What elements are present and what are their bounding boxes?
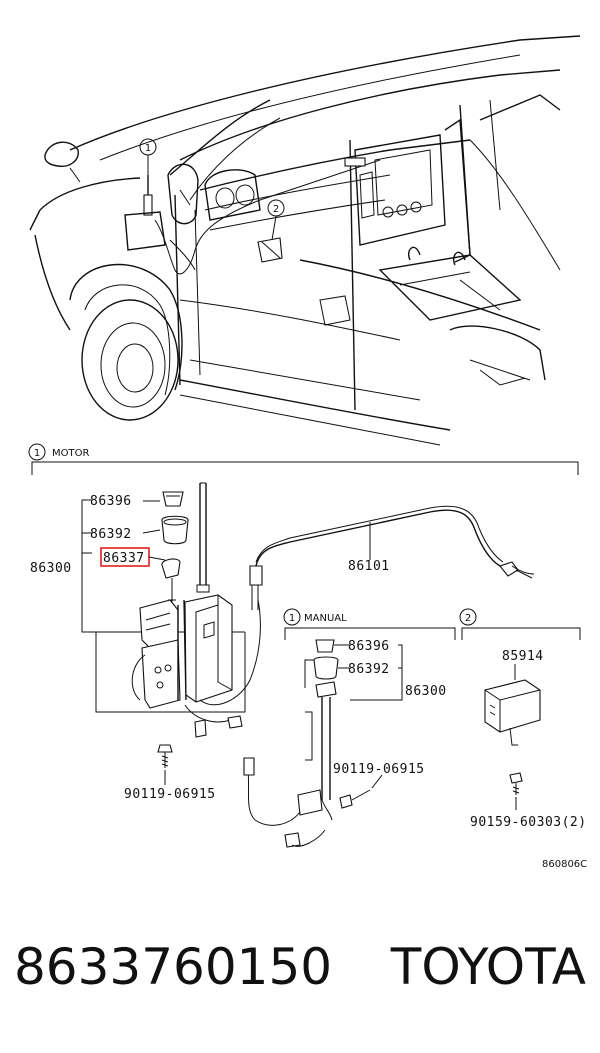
amplifier-shape — [484, 679, 541, 733]
footer: 8633760150 TOYOTA — [0, 930, 600, 1020]
part-90119-06915-motor: 90119-06915 — [124, 787, 216, 802]
amp-section-bracket — [461, 627, 581, 640]
footer-brand: TOYOTA — [390, 938, 586, 996]
part-86392-motor: 86392 — [90, 527, 132, 542]
diagram-code: 860806C — [542, 859, 587, 870]
amp-section-marker-label: 2 — [465, 613, 471, 624]
part-85914-amplifier: 85914 — [502, 649, 544, 664]
motor-section-bracket — [31, 461, 579, 475]
cable-connector-right — [499, 561, 519, 577]
cap-86396-manual-shape — [315, 639, 335, 653]
callout-1-label: 1 — [145, 143, 151, 154]
cable-connector-left — [249, 565, 263, 586]
motor-section-marker — [28, 443, 46, 461]
manual-section-marker-label: 1 — [289, 613, 295, 624]
part-86392-manual: 86392 — [348, 662, 390, 677]
motor-section-marker-label: 1 — [34, 448, 40, 459]
part-90159-60303-screw: 90159-60303(2) — [470, 815, 587, 830]
vehicle-illustration — [29, 35, 581, 446]
footer-part-number: 8633760150 — [14, 938, 333, 996]
callout-2-label: 2 — [273, 204, 279, 215]
part-86337-pole: 86337 — [103, 551, 145, 566]
part-90119-06915-manual: 90119-06915 — [333, 762, 425, 777]
cap-86396-motor-shape — [162, 491, 184, 507]
part-86101-cable: 86101 — [348, 559, 390, 574]
part-86300-motor: 86300 — [30, 561, 72, 576]
part-86300-manual: 86300 — [405, 684, 447, 699]
amp-section-marker — [459, 608, 477, 626]
grommet-86392-motor-shape — [161, 515, 189, 545]
assy-bracket-motor — [81, 499, 92, 568]
motor-section-title: MOTOR — [52, 448, 89, 459]
grommet-86392-manual-shape — [313, 656, 339, 680]
manual-section-bracket — [284, 627, 456, 640]
manual-section-marker — [283, 608, 301, 626]
manual-section-title: MANUAL — [304, 613, 347, 624]
part-86396-manual: 86396 — [348, 639, 390, 654]
part-86396-motor: 86396 — [90, 494, 132, 509]
